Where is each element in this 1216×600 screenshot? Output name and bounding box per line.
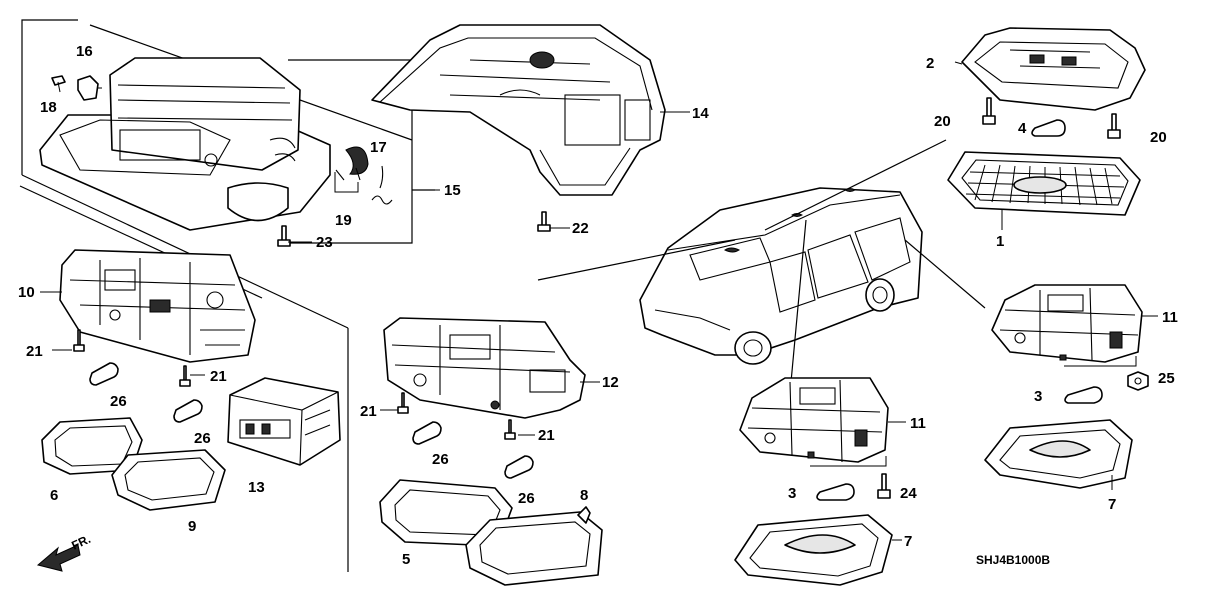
callout-24: 24 bbox=[900, 485, 917, 502]
callout-18: 18 bbox=[40, 99, 57, 116]
bulb-3-b bbox=[810, 456, 887, 501]
callout-20-a: 20 bbox=[934, 113, 951, 130]
lens-7-b bbox=[734, 514, 893, 586]
lens-8 bbox=[465, 506, 603, 586]
bulb-3-a bbox=[1064, 356, 1137, 404]
callout-14: 14 bbox=[692, 105, 709, 122]
screw-22 bbox=[537, 211, 551, 232]
callout-leaders bbox=[40, 61, 1158, 541]
callout-2: 2 bbox=[926, 55, 934, 72]
light-unit-10 bbox=[59, 249, 256, 363]
screw-24 bbox=[877, 473, 891, 499]
callout-11-b: 11 bbox=[910, 415, 926, 432]
callout-5: 5 bbox=[402, 551, 410, 568]
callout-10: 10 bbox=[18, 284, 35, 301]
console-15 bbox=[39, 57, 331, 231]
screw-20-a bbox=[982, 97, 996, 125]
callout-8: 8 bbox=[580, 487, 588, 504]
bracket-14 bbox=[371, 24, 666, 196]
callout-19: 19 bbox=[335, 212, 352, 229]
callout-labels: 16 18 17 19 15 14 22 23 10 21 26 21 26 6… bbox=[18, 43, 1178, 568]
screw-23 bbox=[277, 225, 291, 247]
callout-6: 6 bbox=[50, 487, 58, 504]
bulb-26-a bbox=[89, 362, 119, 386]
clip-16 bbox=[77, 75, 99, 101]
callout-1: 1 bbox=[996, 233, 1004, 250]
screw-21-a bbox=[73, 329, 85, 352]
front-arrow-icon: FR. bbox=[36, 532, 93, 572]
callout-21-d: 21 bbox=[538, 427, 555, 444]
callout-9: 9 bbox=[188, 518, 196, 535]
bulb-26-b bbox=[173, 399, 203, 423]
leader-lines-vehicle bbox=[537, 139, 986, 394]
callout-11-a: 11 bbox=[1162, 309, 1178, 326]
callout-26-d: 26 bbox=[518, 490, 535, 507]
callout-21-c: 21 bbox=[360, 403, 377, 420]
callout-22: 22 bbox=[572, 220, 589, 237]
light-unit-11-a bbox=[991, 284, 1143, 363]
light-unit-11-b bbox=[739, 377, 889, 463]
nut-25 bbox=[1127, 371, 1149, 391]
callout-17: 17 bbox=[370, 139, 387, 156]
callout-15: 15 bbox=[444, 182, 461, 199]
lens-19 bbox=[334, 146, 369, 193]
screw-18 bbox=[51, 75, 66, 93]
lens-9 bbox=[111, 449, 226, 511]
callout-3-a: 3 bbox=[1034, 388, 1042, 405]
bulb-26-d bbox=[504, 455, 534, 479]
callout-26-a: 26 bbox=[110, 393, 127, 410]
vehicle-icon bbox=[639, 187, 923, 365]
callout-23: 23 bbox=[316, 234, 333, 251]
screw-21-b bbox=[179, 365, 191, 387]
screw-20-b bbox=[1107, 113, 1121, 139]
callout-4: 4 bbox=[1018, 120, 1027, 137]
housing-2 bbox=[961, 27, 1146, 111]
spring-17 bbox=[371, 165, 393, 205]
callout-26-b: 26 bbox=[194, 430, 211, 447]
callout-7-a: 7 bbox=[1108, 496, 1116, 513]
lens-7-a bbox=[984, 419, 1133, 489]
callout-25: 25 bbox=[1158, 370, 1175, 387]
lens-1 bbox=[947, 151, 1141, 216]
screw-21-d bbox=[504, 419, 516, 440]
callout-13: 13 bbox=[248, 479, 265, 496]
callout-20-b: 20 bbox=[1150, 129, 1167, 146]
unit-13 bbox=[227, 377, 341, 466]
callout-7-b: 7 bbox=[904, 533, 912, 550]
callout-26-c: 26 bbox=[432, 451, 449, 468]
callout-3-b: 3 bbox=[788, 485, 796, 502]
bulb-26-c bbox=[412, 421, 442, 445]
front-label: FR. bbox=[69, 532, 92, 553]
diagram-code: SHJ4B1000B bbox=[976, 553, 1050, 567]
screw-21-c bbox=[397, 392, 409, 414]
bulb-4 bbox=[1031, 119, 1066, 137]
callout-21-b: 21 bbox=[210, 368, 227, 385]
callout-16: 16 bbox=[76, 43, 93, 60]
light-unit-12 bbox=[383, 317, 586, 419]
callout-21-a: 21 bbox=[26, 343, 43, 360]
callout-12: 12 bbox=[602, 374, 619, 391]
